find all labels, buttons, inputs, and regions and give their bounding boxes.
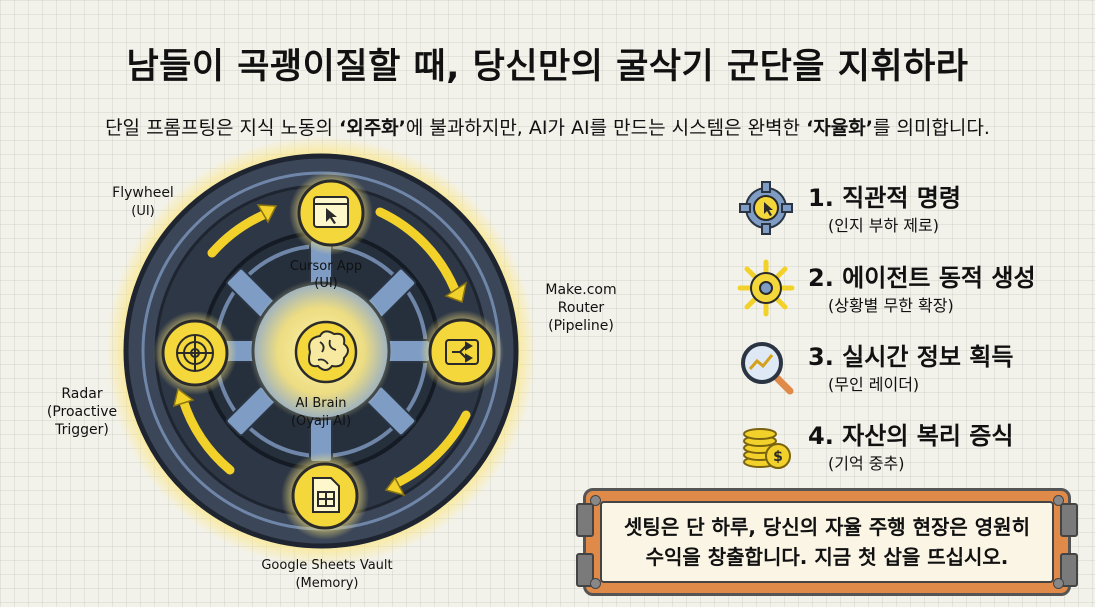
make-label: Make.com xyxy=(545,282,616,298)
banner-hinge-left-bottom xyxy=(576,553,594,587)
cursor-sublabel: (UI) xyxy=(314,276,338,291)
cursor-window-icon xyxy=(313,196,349,228)
brain-label: AI Brain xyxy=(296,396,347,411)
banner-hinge-right-bottom xyxy=(1060,553,1078,587)
feature-sub-2: (상황별 무한 확장) xyxy=(828,296,954,315)
radar-icon xyxy=(176,334,214,372)
subtitle-emphasis-2: ‘자율화’ xyxy=(806,117,873,139)
subtitle-post: 를 의미합니다. xyxy=(872,117,990,139)
subtitle-mid: 에 불과하지만, AI가 AI를 만드는 시스템은 완벽한 xyxy=(405,117,807,139)
banner-line-1: 셋팅은 단 하루, 당신의 자율 주행 현장은 영원히 xyxy=(624,515,1030,539)
subtitle-emphasis-1: ‘외주화’ xyxy=(339,117,406,139)
router-node xyxy=(428,318,496,386)
feature-sub-4: (기억 중추) xyxy=(828,454,905,473)
sheets-sublabel: (Memory) xyxy=(295,576,358,591)
svg-text:$: $ xyxy=(773,449,783,465)
flywheel-label: Flywheel xyxy=(112,185,174,201)
flow-arrowheads xyxy=(172,204,468,497)
feature-title-4: 4. 자산의 복리 증식 xyxy=(808,422,1014,450)
feature-sub-1: (인지 부하 제로) xyxy=(828,216,939,235)
feature-title-2: 2. 에이전트 동적 생성 xyxy=(808,264,1036,292)
sun-gear-icon xyxy=(737,259,795,317)
feature-sub-3: (무인 레이더) xyxy=(828,375,920,394)
banner-hinge-right-top xyxy=(1060,503,1078,537)
brain-icon xyxy=(294,320,358,384)
brain-sublabel: (Oyaji AI) xyxy=(291,414,351,429)
page-subtitle: 단일 프롬프팅은 지식 노동의 ‘외주화’에 불과하지만, AI가 AI를 만드… xyxy=(0,113,1095,140)
sheets-label: Google Sheets Vault xyxy=(261,558,392,573)
coin-stack-icon: $ xyxy=(743,428,791,469)
feature-title-3: 3. 실시간 정보 획득 xyxy=(808,343,1014,371)
make-label-2: Router xyxy=(558,300,605,316)
radar-label-3: Trigger) xyxy=(54,422,109,438)
banner-line-2: 수익을 창출합니다. 지금 첫 삽을 뜨십시오. xyxy=(645,545,1009,569)
gear-cursor-icon xyxy=(739,181,793,235)
banner-text-panel: 셋팅은 단 하루, 당신의 자율 주행 현장은 영원히 수익을 창출합니다. 지… xyxy=(600,501,1054,583)
feature-title-1: 1. 직관적 명령 xyxy=(808,184,961,212)
page-title: 남들이 곡괭이질할 때, 당신만의 굴삭기 군단을 지휘하라 xyxy=(126,47,969,87)
banner-hinge-left-top xyxy=(576,503,594,537)
system-wheel-diagram: AI Brain (Oyaji AI) Cursor App (UI) Flyw… xyxy=(47,136,617,591)
router-icon xyxy=(445,339,479,365)
radar-label-2: (Proactive xyxy=(47,404,117,420)
flywheel-sublabel: (UI) xyxy=(131,204,155,219)
call-to-action-banner: 셋팅은 단 하루, 당신의 자율 주행 현장은 영원히 수익을 창출합니다. 지… xyxy=(576,488,1078,596)
magnifier-chart-icon xyxy=(741,342,794,395)
make-label-3: (Pipeline) xyxy=(548,318,614,334)
subtitle-pre: 단일 프롬프팅은 지식 노동의 xyxy=(105,117,339,139)
spreadsheet-icon xyxy=(312,477,340,513)
radar-label: Radar xyxy=(61,386,102,402)
cursor-label: Cursor App xyxy=(290,259,362,274)
